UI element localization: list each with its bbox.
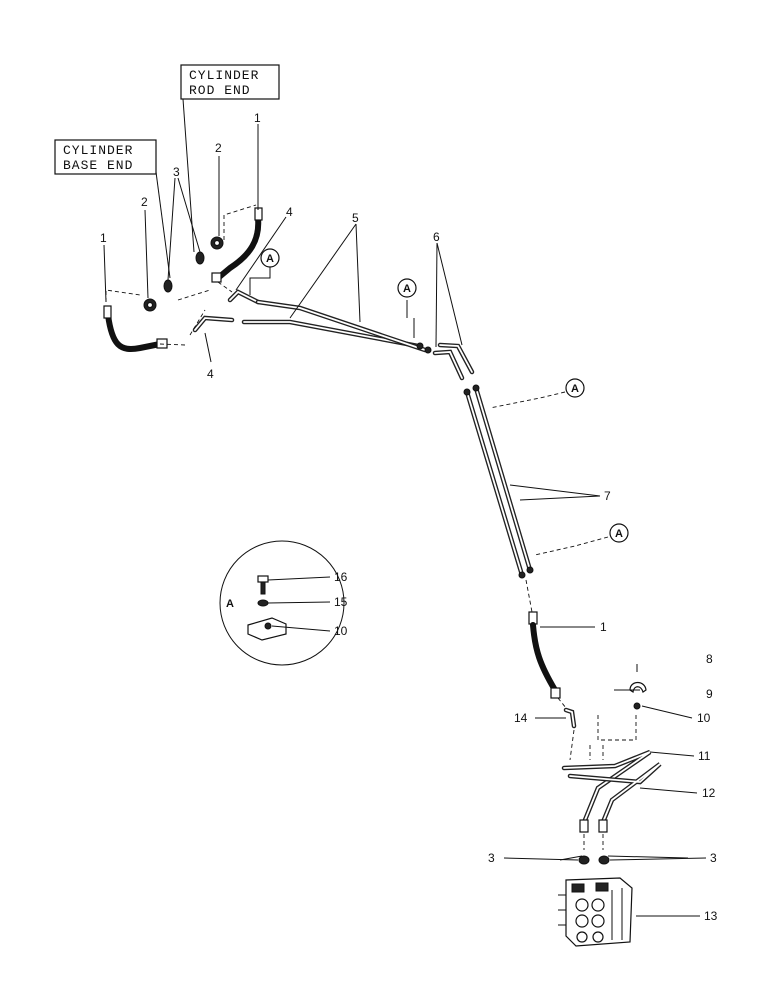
svg-text:ROD END: ROD END	[189, 83, 251, 98]
view-markers: A A A A	[249, 248, 629, 556]
leader-lines	[103, 124, 707, 917]
tubes-5	[241, 299, 432, 354]
label-9: 9	[706, 687, 713, 701]
label-13: 13	[704, 909, 718, 923]
view-marker-a2: A	[397, 278, 417, 338]
label-15: 15	[334, 595, 348, 609]
callout-cylinder-base-end: CYLINDER BASE END	[54, 139, 157, 175]
label-4-bottom: 4	[207, 367, 214, 381]
svg-text:BASE END: BASE END	[63, 158, 133, 173]
svg-text:A: A	[571, 383, 579, 395]
svg-text:CYLINDER: CYLINDER	[63, 143, 133, 158]
hose-middle	[525, 579, 567, 709]
label-11: 11	[698, 749, 711, 763]
label-10-detail: 10	[334, 624, 348, 638]
callout-cylinder-rod-end: CYLINDER ROD END	[180, 64, 280, 100]
label-1-middle: 1	[600, 620, 607, 634]
label-5: 5	[352, 211, 359, 225]
label-4-top: 4	[286, 205, 293, 219]
label-1-top: 1	[254, 111, 261, 125]
part-labels: 1 1 1 2 2 3 3 3 4 4 5 6 7 8 9 10 10 11 1…	[100, 111, 718, 923]
label-2-left: 2	[141, 195, 148, 209]
label-1-left: 1	[100, 231, 107, 245]
svg-text:A: A	[403, 283, 411, 295]
elbows-6	[432, 342, 475, 381]
label-16: 16	[334, 570, 348, 584]
cylinder-end-assembly	[103, 204, 263, 352]
svg-text:A: A	[266, 253, 274, 265]
label-7: 7	[604, 489, 611, 503]
view-marker-a4: A	[534, 523, 629, 556]
view-marker-a1: A	[249, 248, 280, 295]
label-6: 6	[433, 230, 440, 244]
hose-top	[215, 215, 262, 281]
tubes-7	[463, 384, 534, 579]
label-12: 12	[702, 786, 716, 800]
svg-text:A: A	[615, 528, 623, 540]
view-marker-a3: A	[489, 378, 585, 409]
detail-a-letter: A	[226, 598, 234, 610]
label-3-lower-left: 3	[488, 851, 495, 865]
hose-left	[105, 312, 163, 352]
label-8: 8	[706, 652, 713, 666]
label-3-lower-right: 3	[710, 851, 717, 865]
label-14: 14	[514, 711, 528, 725]
base-end-leader	[155, 171, 171, 279]
label-2-top: 2	[215, 141, 222, 155]
rod-end-leader	[182, 98, 195, 253]
detail-a: A	[219, 540, 345, 666]
control-valve-13	[558, 877, 633, 947]
svg-text:CYLINDER: CYLINDER	[189, 68, 259, 83]
label-3-top: 3	[173, 165, 180, 179]
label-10-right: 10	[697, 711, 711, 725]
